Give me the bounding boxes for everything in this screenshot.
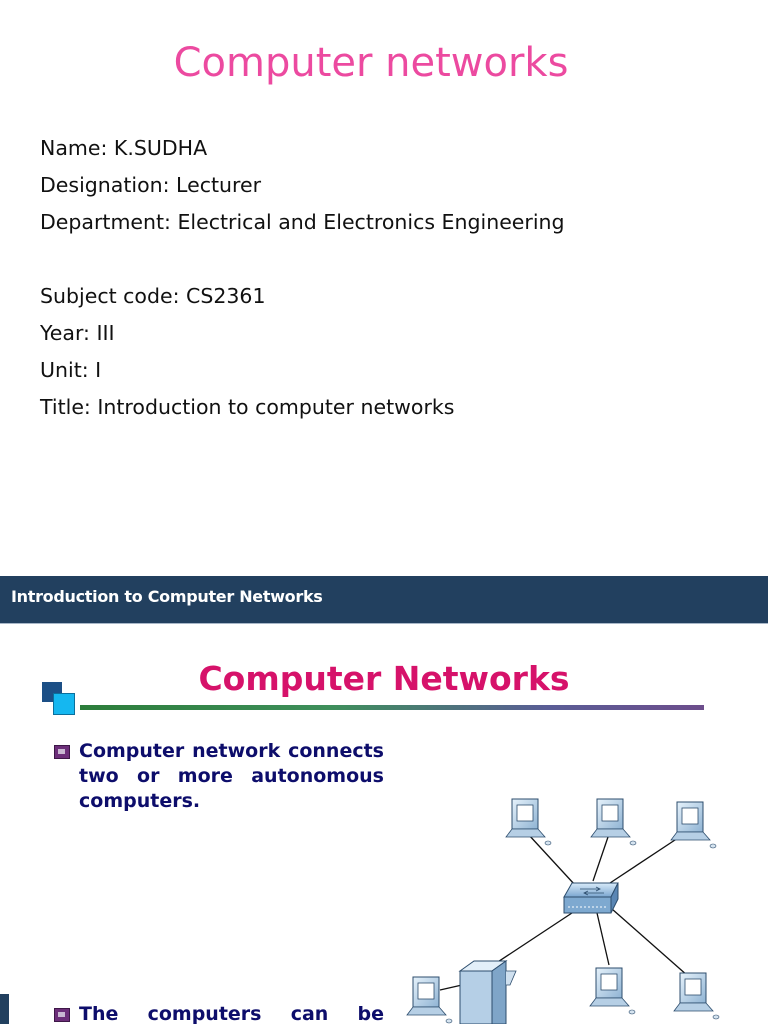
header-text: Introduction to Computer Networks: [11, 587, 323, 606]
info-name: Name: K.SUDHA: [40, 136, 208, 160]
server-icon: [458, 960, 517, 1024]
computer-icon: [406, 976, 453, 1024]
bullet-line: Computer network connects: [79, 740, 384, 762]
slide-title: Computer networks: [173, 40, 569, 86]
bullet-line: The computers can be: [79, 1003, 384, 1025]
computer-icon: [670, 801, 717, 849]
overlapping-squares-icon-front: [53, 693, 75, 715]
title-slide: Computer networks Name: K.SUDHA Designat…: [40, 40, 569, 429]
title-underline: [80, 705, 704, 710]
info-title: Title: Introduction to computer networks: [40, 395, 455, 419]
content-slide: Introduction to Computer Networks Comput…: [0, 576, 768, 1027]
info-year: Year: III: [40, 321, 115, 345]
slide-heading: Computer Networks: [198, 659, 570, 698]
bullet-point: Computer network connects two or more au…: [54, 739, 384, 814]
bullet-line: two or more autonomous: [79, 765, 384, 787]
network-switch-icon: [563, 882, 619, 914]
info-department: Department: Electrical and Electronics E…: [40, 210, 565, 234]
square-bullet-icon: [54, 745, 70, 759]
computer-icon: [505, 798, 552, 846]
slide-header-bar: Introduction to Computer Networks: [0, 576, 768, 624]
info-designation: Designation: Lecturer: [40, 173, 262, 197]
info-unit: Unit: I: [40, 358, 102, 382]
info-subject-code: Subject code: CS2361: [40, 284, 266, 308]
computer-icon: [589, 967, 636, 1015]
slide-edge-marker: [0, 994, 9, 1024]
bullet-point: The computers can be: [54, 1002, 384, 1027]
square-bullet-icon: [54, 1008, 70, 1022]
computer-icon: [673, 972, 720, 1020]
bullet-line: computers.: [79, 790, 201, 812]
network-diagram: [406, 798, 720, 1024]
author-info: Name: K.SUDHA Designation: Lecturer Depa…: [40, 133, 565, 429]
computer-icon: [590, 798, 637, 846]
